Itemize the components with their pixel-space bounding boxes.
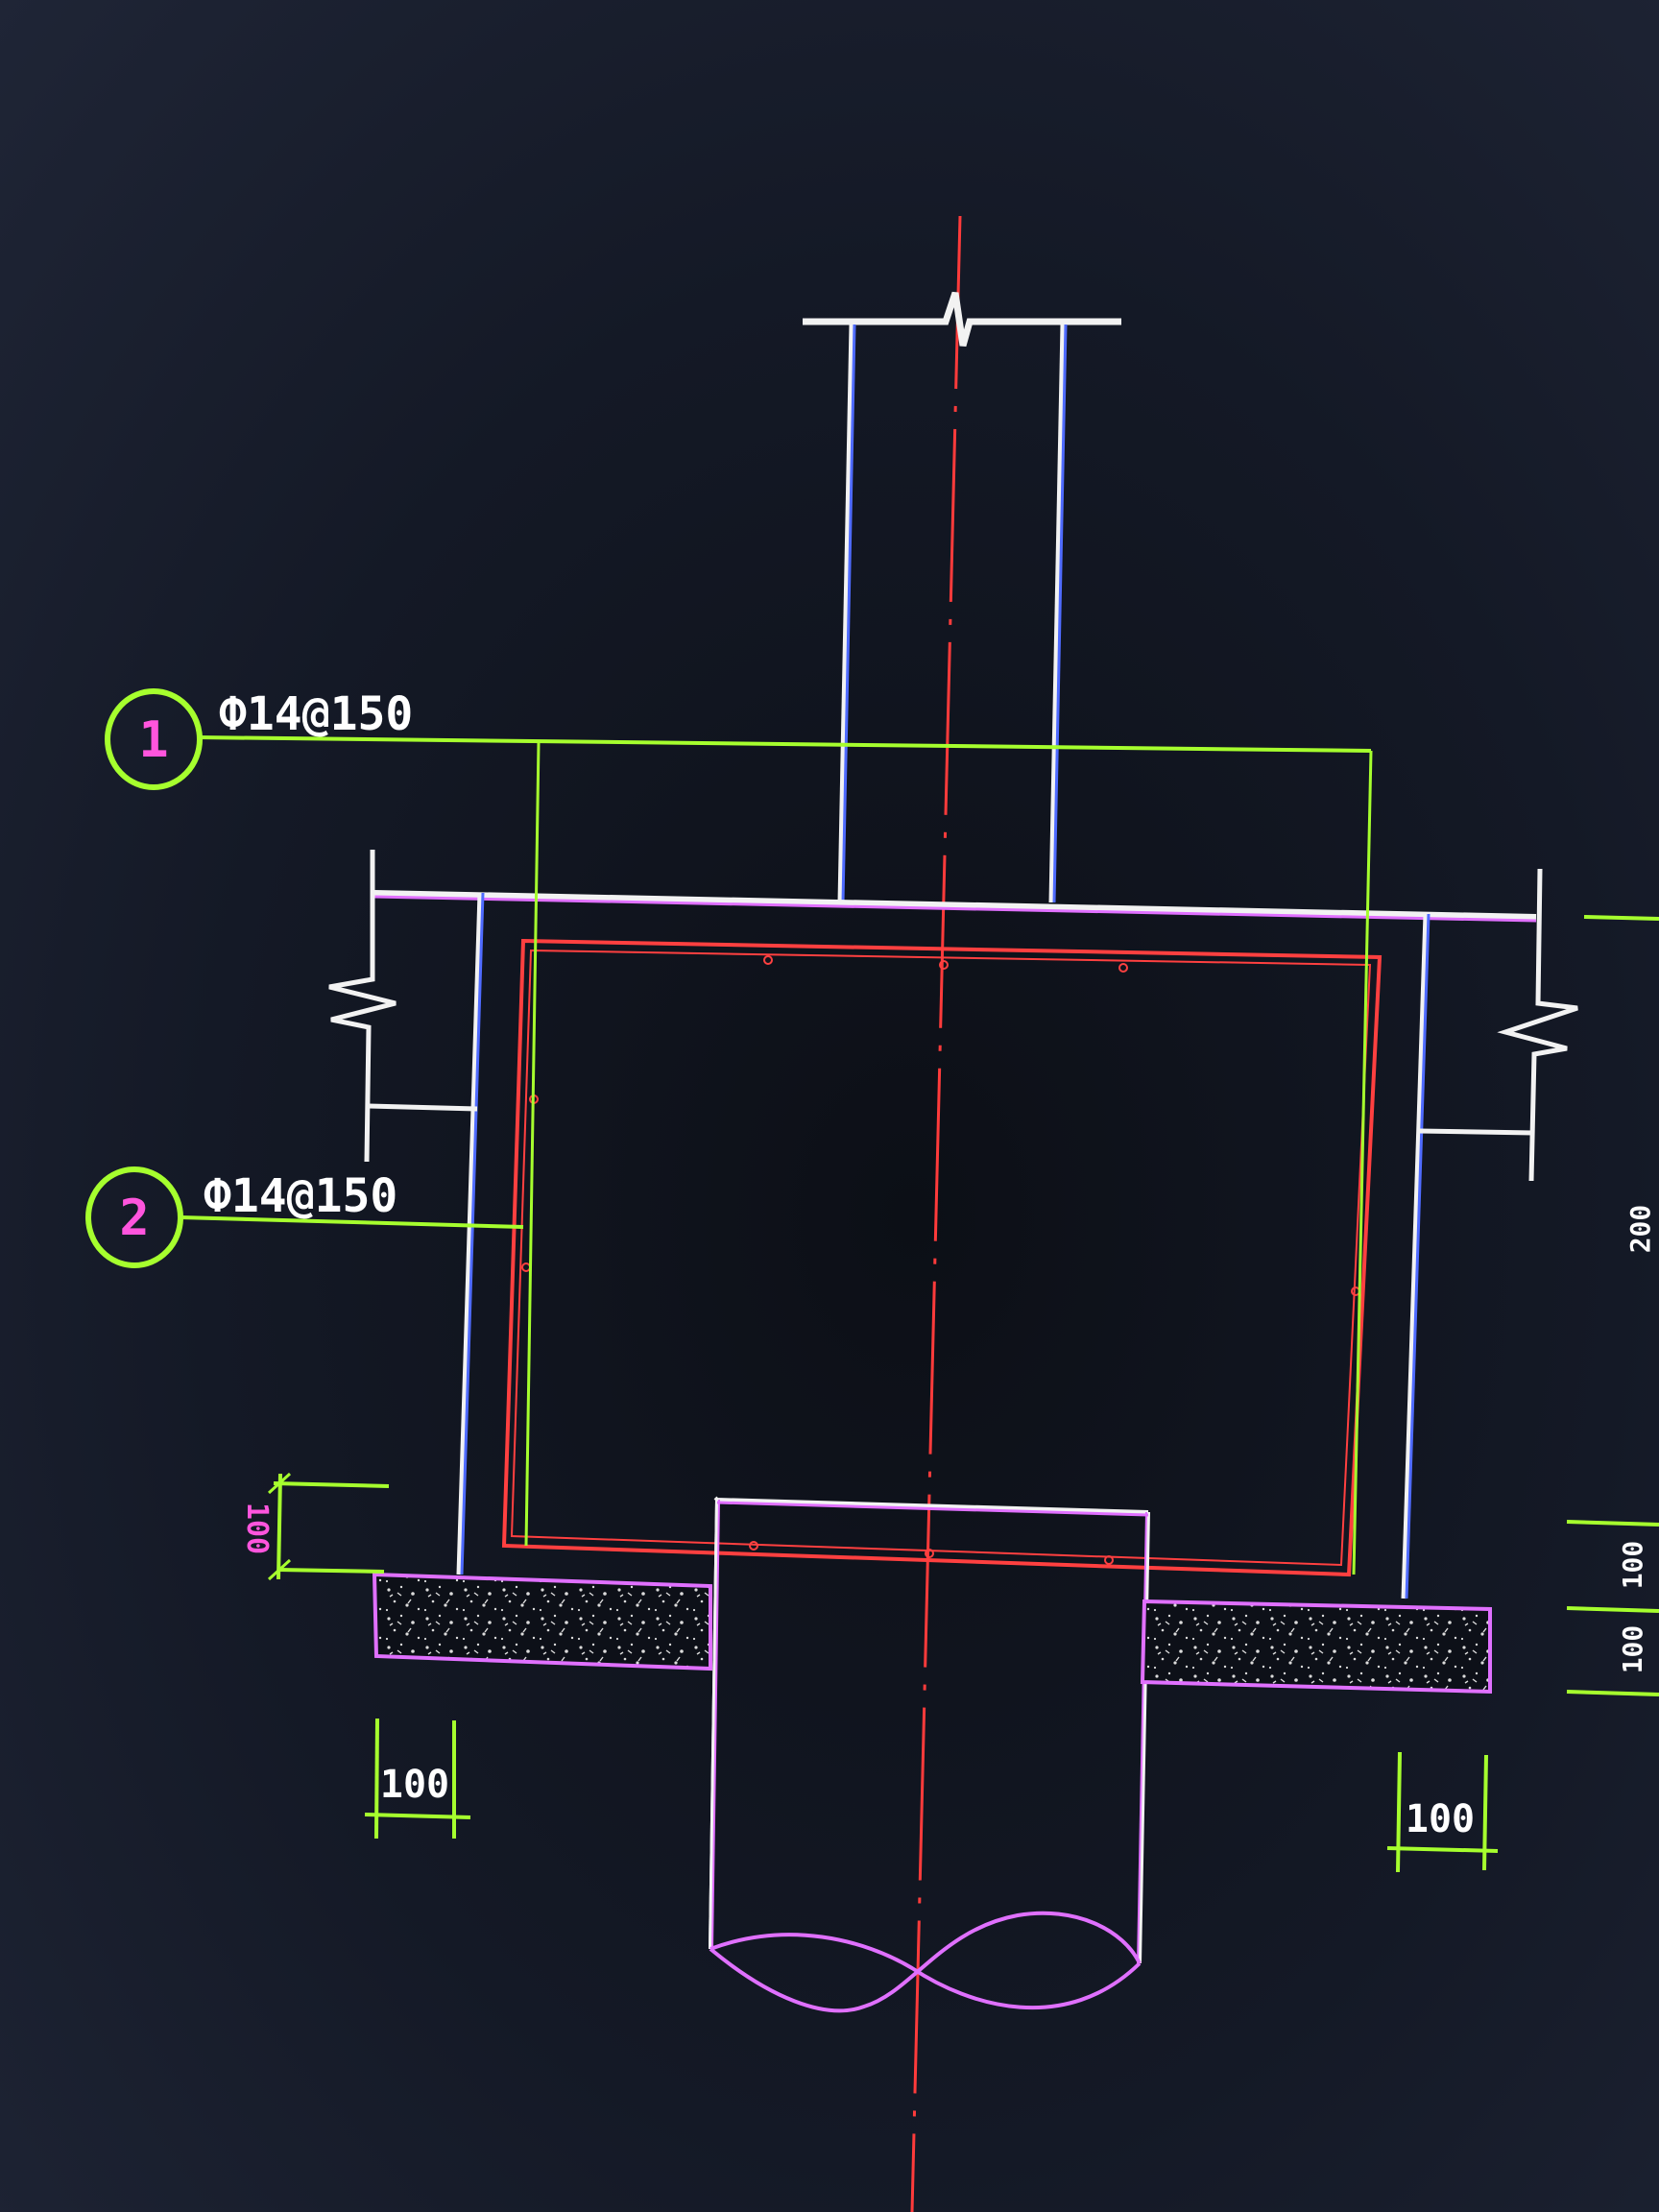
centerline xyxy=(910,215,962,2212)
column-above xyxy=(803,291,1121,903)
rebar-1-line xyxy=(196,735,1373,1575)
dim-right-bottom-text: 100 xyxy=(1406,1797,1475,1841)
dim-left-vertical-text: 100 xyxy=(240,1503,274,1554)
rebar-cage xyxy=(501,938,1382,1577)
callout-1: 1 Ф14@150 xyxy=(105,687,413,790)
dim-right-vertical-top-text: 100 xyxy=(1617,1541,1648,1590)
bedding-right xyxy=(1140,1599,1492,1695)
callout-1-number: 1 xyxy=(138,711,168,769)
left-adjacent-slab xyxy=(328,850,478,1163)
dim-right-vertical-bottom-text: 100 xyxy=(1617,1625,1648,1674)
callout-2: 2 Ф14@150 xyxy=(85,1166,397,1268)
cap-outline xyxy=(373,890,1537,1599)
dim-right-bottom xyxy=(1386,1751,1499,1873)
dim-left-bottom-text: 100 xyxy=(380,1763,449,1807)
bedding-left xyxy=(372,1572,712,1671)
dim-right-edge-partial-text: 200 xyxy=(1624,1205,1656,1254)
dim-right-edge xyxy=(1566,915,1659,1696)
right-adjacent-slab xyxy=(1418,868,1578,1182)
callout-2-number: 2 xyxy=(119,1190,149,1247)
dim-left-bottom xyxy=(364,1718,471,1839)
callout-2-rebar-label: Ф14@150 xyxy=(204,1169,397,1223)
rebar-2-line xyxy=(180,1215,524,1229)
dim-left-vertical xyxy=(267,1472,390,1581)
callout-1-rebar-label: Ф14@150 xyxy=(219,687,413,741)
pile xyxy=(709,1496,1150,2013)
